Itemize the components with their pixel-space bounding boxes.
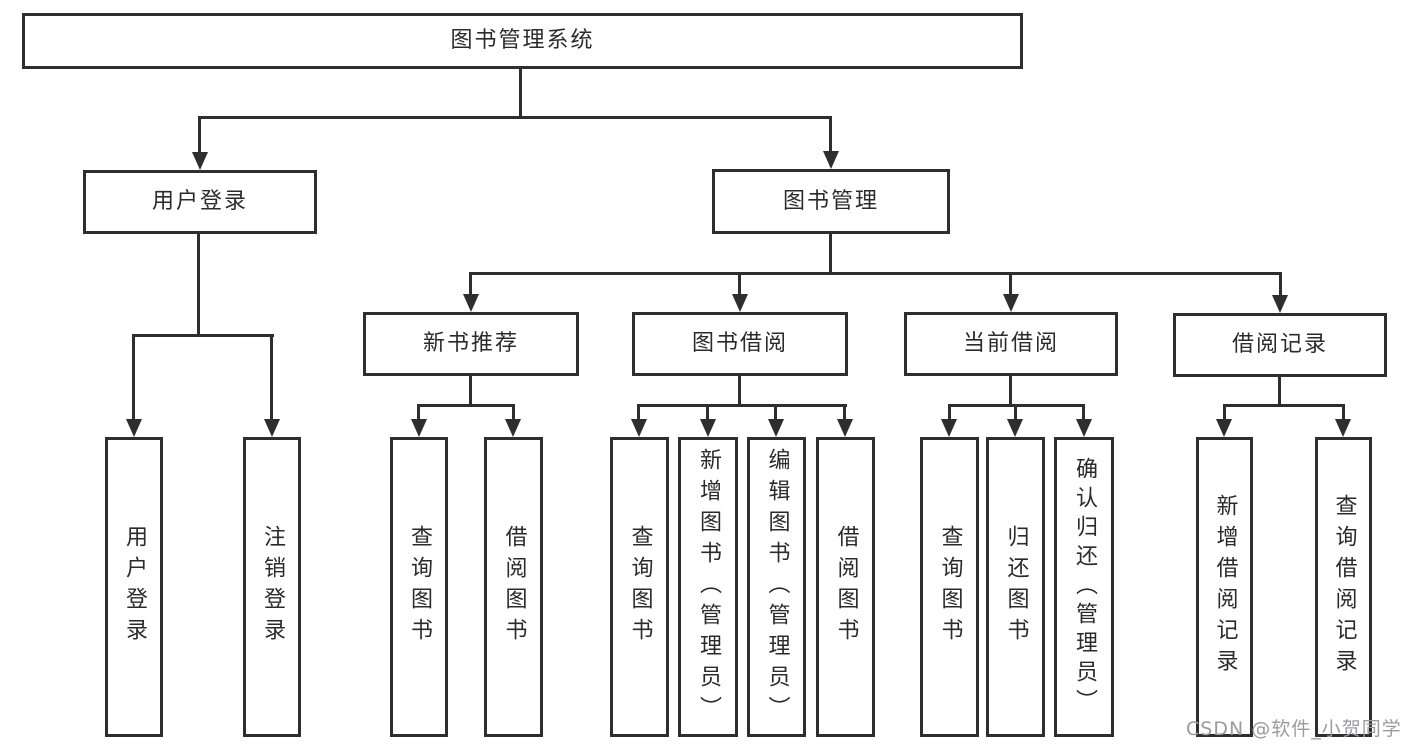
watermark: CSDN @软件_小贺同学 xyxy=(1186,718,1402,740)
leaf-add-books-admin-label: 新增图书（管理员） xyxy=(696,447,721,727)
leaf-return-books-label: 归还图书 xyxy=(1003,525,1029,649)
leaf-query-books-current-label: 查询图书 xyxy=(937,525,963,649)
connector-line xyxy=(417,404,420,422)
arrowhead-icon xyxy=(732,294,748,312)
connector-line xyxy=(1223,404,1345,407)
leaf-confirm-return-admin: 确认归还（管理员） xyxy=(1054,437,1114,737)
connector-line xyxy=(738,272,741,297)
arrowhead-icon xyxy=(1335,419,1351,437)
node-borrowing-records: 借阅记录 xyxy=(1173,313,1387,377)
connector-line xyxy=(948,404,951,422)
leaf-query-books-current: 查询图书 xyxy=(920,437,979,737)
arrowhead-icon xyxy=(1076,419,1092,437)
node-user-login: 用户登录 xyxy=(83,170,317,234)
leaf-borrow-books: 借阅图书 xyxy=(816,437,875,737)
leaf-user-login: 用户登录 xyxy=(105,437,163,737)
connector-line xyxy=(1278,377,1281,407)
node-new-book-recommendation-label: 新书推荐 xyxy=(422,331,519,356)
connector-line xyxy=(1082,404,1085,422)
leaf-borrow-books-label: 借阅图书 xyxy=(833,525,859,649)
arrowhead-icon xyxy=(768,419,784,437)
leaf-add-books-admin: 新增图书（管理员） xyxy=(678,437,738,737)
node-borrowing-records-label: 借阅记录 xyxy=(1231,332,1328,357)
connector-line xyxy=(1009,272,1012,297)
connector-line xyxy=(829,234,832,275)
arrowhead-icon xyxy=(1003,294,1019,312)
connector-line xyxy=(738,376,741,407)
node-new-book-recommendation: 新书推荐 xyxy=(363,312,579,376)
connector-line xyxy=(637,404,640,422)
connector-line xyxy=(637,404,847,407)
arrowhead-icon xyxy=(264,419,280,437)
node-user-login-label: 用户登录 xyxy=(151,189,248,214)
arrowhead-icon xyxy=(1216,419,1232,437)
connector-line xyxy=(469,272,1282,275)
leaf-borrow-books-recommend: 借阅图书 xyxy=(484,437,543,737)
connector-line xyxy=(512,404,515,422)
leaf-logout-label: 注销登录 xyxy=(260,525,285,649)
arrowhead-icon xyxy=(411,419,427,437)
connector-line xyxy=(774,404,777,422)
connector-line xyxy=(519,68,522,119)
node-root: 图书管理系统 xyxy=(22,13,1023,69)
connector-line xyxy=(469,272,472,297)
leaf-query-borrow-record-label: 查询借阅记录 xyxy=(1331,494,1357,680)
arrowhead-icon xyxy=(823,151,839,169)
arrowhead-icon xyxy=(126,419,142,437)
leaf-query-books-borrow: 查询图书 xyxy=(610,437,669,737)
arrowhead-icon xyxy=(1272,295,1288,313)
connector-line xyxy=(1223,404,1226,422)
connector-line xyxy=(417,404,515,407)
connector-line xyxy=(197,234,200,337)
leaf-user-login-label: 用户登录 xyxy=(122,525,147,649)
node-current-borrowing: 当前借阅 xyxy=(904,312,1118,376)
connector-line xyxy=(198,116,201,156)
arrowhead-icon xyxy=(463,294,479,312)
connector-line xyxy=(198,116,832,119)
leaf-query-books-recommend: 查询图书 xyxy=(390,437,448,737)
connector-line xyxy=(132,334,274,337)
connector-line xyxy=(1014,404,1017,422)
arrowhead-icon xyxy=(505,419,521,437)
connector-line xyxy=(1009,376,1012,407)
node-book-management: 图书管理 xyxy=(712,169,950,234)
leaf-edit-books-admin-label: 编辑图书（管理员） xyxy=(764,447,790,727)
connector-line xyxy=(270,334,273,422)
connector-line xyxy=(829,116,832,156)
connector-line xyxy=(706,404,709,422)
node-root-label: 图书管理系统 xyxy=(450,28,595,53)
leaf-add-borrow-record-label: 新增借阅记录 xyxy=(1212,494,1238,680)
connector-line xyxy=(1279,272,1282,297)
arrowhead-icon xyxy=(941,419,957,437)
leaf-query-borrow-record: 查询借阅记录 xyxy=(1315,437,1372,737)
connector-line xyxy=(843,404,846,422)
leaf-query-books-recommend-label: 查询图书 xyxy=(407,525,432,649)
node-current-borrowing-label: 当前借阅 xyxy=(962,331,1059,356)
connector-line xyxy=(469,376,472,407)
arrowhead-icon xyxy=(192,152,208,170)
arrowhead-icon xyxy=(700,419,716,437)
leaf-edit-books-admin: 编辑图书（管理员） xyxy=(747,437,806,737)
leaf-confirm-return-admin-label: 确认归还（管理员） xyxy=(1072,456,1097,718)
node-book-borrowing: 图书借阅 xyxy=(632,312,848,376)
connector-line xyxy=(132,334,135,422)
arrowhead-icon xyxy=(1007,419,1023,437)
leaf-logout: 注销登录 xyxy=(243,437,301,737)
leaf-return-books: 归还图书 xyxy=(986,437,1045,737)
arrowhead-icon xyxy=(837,419,853,437)
leaf-query-books-borrow-label: 查询图书 xyxy=(627,525,653,649)
arrowhead-icon xyxy=(631,419,647,437)
leaf-add-borrow-record: 新增借阅记录 xyxy=(1196,437,1253,737)
leaf-borrow-books-recommend-label: 借阅图书 xyxy=(501,525,527,649)
node-book-borrowing-label: 图书借阅 xyxy=(691,331,788,356)
node-book-management-label: 图书管理 xyxy=(782,188,879,214)
connector-line xyxy=(1342,404,1345,422)
